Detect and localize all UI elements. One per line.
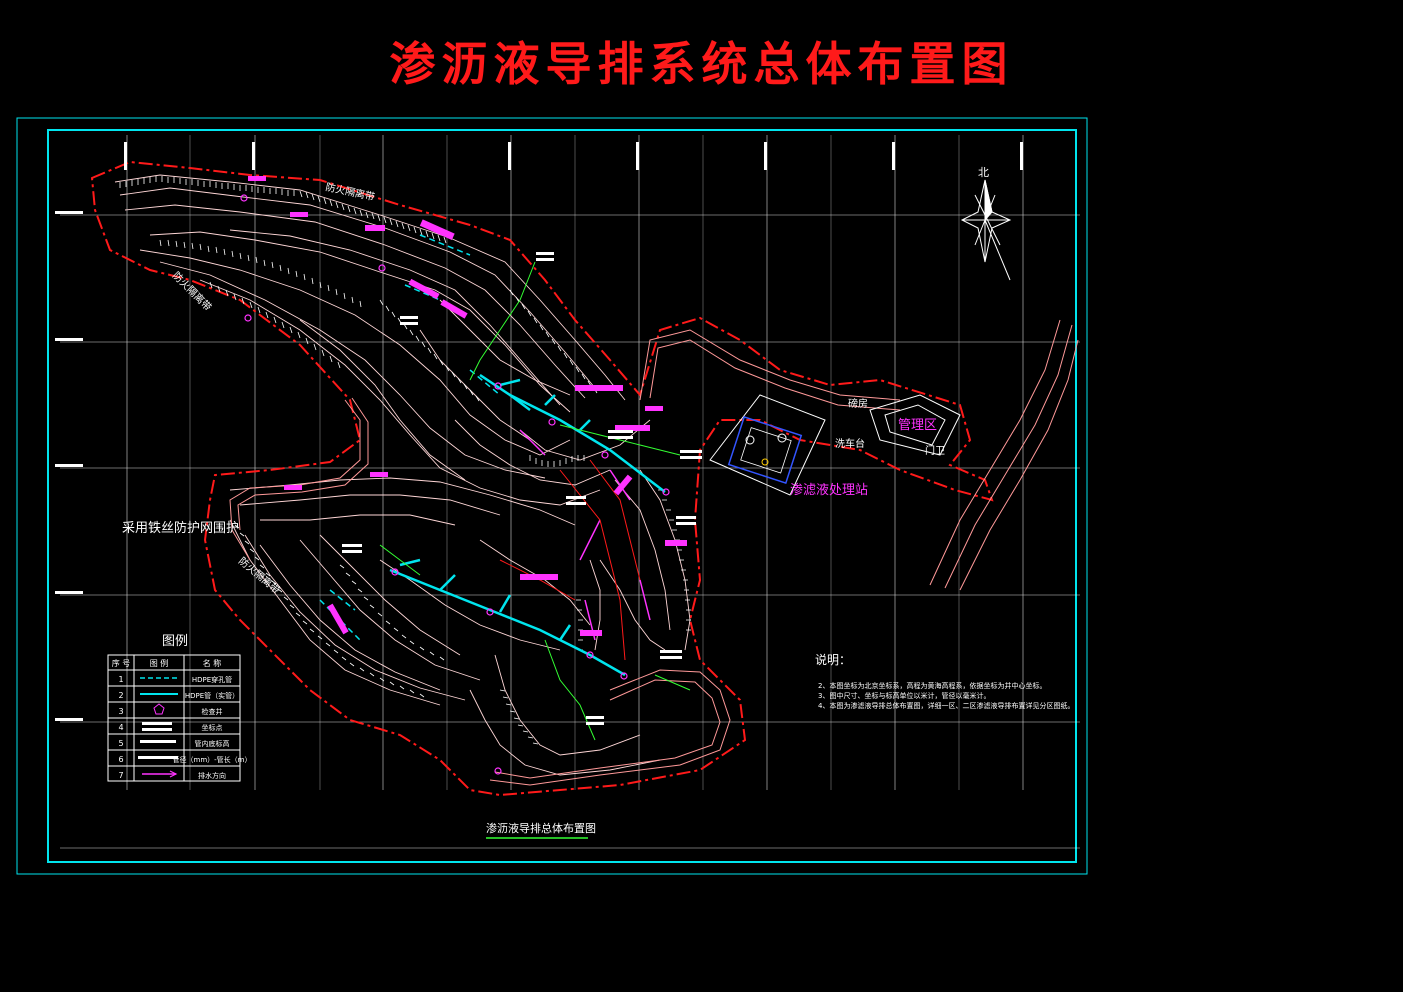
legend-row-no: 5 — [118, 739, 123, 748]
label-fence-protection: 采用铁丝防护网围护 — [122, 520, 239, 536]
grid-coordinate-ticks — [55, 142, 1023, 721]
contours-upper — [114, 174, 651, 506]
leachate-pipes — [389, 373, 666, 677]
legend-row-name: 排水方向 — [198, 771, 226, 780]
legend-table — [107, 654, 241, 782]
management-area — [869, 394, 961, 456]
small-white-labels — [342, 252, 702, 725]
legend-row-no: 2 — [118, 691, 123, 700]
legend-row-no: 6 — [118, 755, 123, 764]
legend-row-no: 3 — [118, 707, 123, 716]
site-boundary — [90, 160, 994, 797]
label-fire-belt-3: 防火隔离带 — [236, 554, 283, 596]
legend-header: 名 称 — [203, 658, 222, 668]
legend-header: 序 号 — [112, 658, 131, 668]
legend-row-no: 4 — [118, 723, 123, 732]
access-road — [229, 319, 1079, 786]
legend-row-name: 检查井 — [202, 707, 223, 716]
north-label: 北 — [978, 166, 989, 179]
legend-header: 图 例 — [150, 658, 169, 668]
legend-row-name: 坐标点 — [202, 723, 223, 732]
legend-row-name: 管径（mm）-管长（m） — [173, 755, 252, 764]
legend-symbols — [138, 677, 178, 778]
slope-hatch-upper — [119, 176, 598, 467]
inner-frame — [47, 129, 1077, 863]
green-connector-lines — [379, 261, 691, 741]
magenta-annotations — [248, 176, 687, 636]
treatment-station — [709, 394, 826, 496]
label-weigh-house: 磅房 — [848, 397, 868, 410]
label-car-wash: 洗车台 — [835, 437, 865, 450]
drawing-title: 渗沥液导排系统总体布置图 — [389, 37, 1014, 91]
contours-lower — [229, 469, 691, 776]
note-item: 2、本图坐标为北京坐标系，高程为黄海高程系，依据坐标为井中心坐标。 — [818, 681, 1046, 690]
note-item: 4、本图为渗滤液导排总体布置图，详细一区、二区渗滤液导排布置详见分区图纸。 — [818, 701, 1074, 710]
north-arrow-icon — [960, 179, 1012, 281]
label-treatment-station: 渗滤液处理站 — [790, 483, 868, 498]
legend-title: 图例 — [162, 634, 188, 649]
outer-frame — [16, 117, 1088, 875]
manholes — [240, 194, 670, 775]
drawing-caption: 渗沥液导排总体布置图 — [486, 821, 596, 835]
legend-row-no: 1 — [118, 675, 123, 684]
label-fire-belt-2: 防火隔离带 — [170, 269, 215, 314]
legend-row-no: 7 — [118, 771, 123, 780]
legend-row-name: 管内底标高 — [195, 739, 230, 748]
slope-hatch-lower — [234, 489, 691, 745]
legend-row-name: HDPE穿孔管 — [192, 675, 232, 684]
drain-arrows — [519, 429, 651, 641]
notes-heading: 说明： — [815, 652, 851, 667]
label-management-area: 管理区 — [898, 418, 937, 433]
legend-row-name: HDPE管（实管） — [185, 691, 239, 700]
note-item: 3、图中尺寸、坐标与标高单位以米计，管径以毫米计。 — [818, 691, 990, 700]
label-gate-guard: 门卫 — [925, 444, 945, 457]
